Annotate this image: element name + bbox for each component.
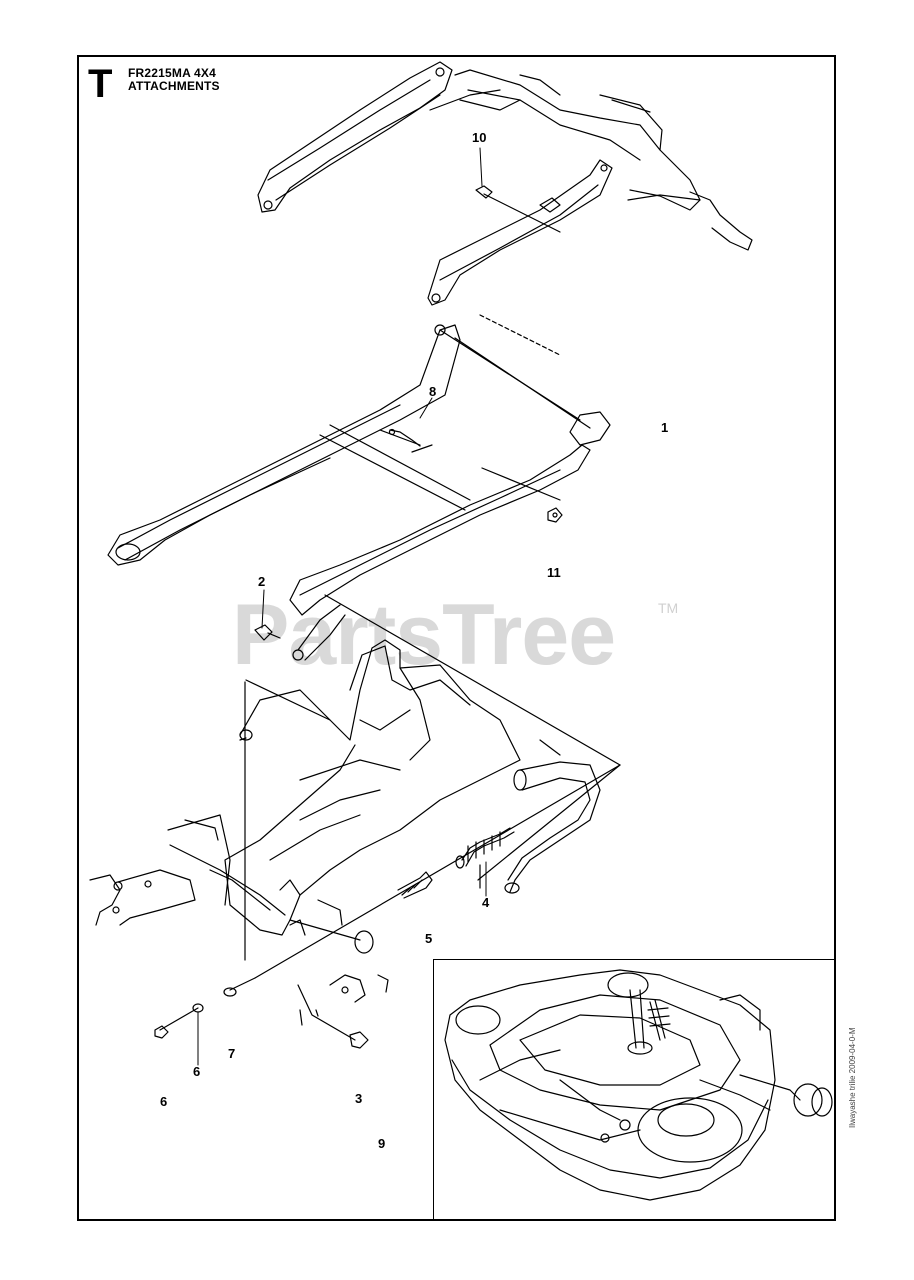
document-code: Ilwayashe trilie 2009-04-0-M bbox=[848, 1027, 857, 1129]
mid-bracket-assembly bbox=[167, 594, 621, 961]
callout-1: 1 bbox=[661, 420, 669, 435]
callout-4: 4 bbox=[482, 895, 490, 910]
model-title: FR2215MA 4X4 ATTACHMENTS bbox=[128, 67, 220, 93]
section-title: ATTACHMENTS bbox=[128, 79, 220, 93]
spring-and-rod bbox=[397, 739, 601, 899]
inset-frame bbox=[433, 959, 836, 1221]
callout-6-upper: 6 bbox=[193, 1064, 201, 1079]
callout-7: 7 bbox=[228, 1046, 236, 1061]
callout-10: 10 bbox=[472, 130, 487, 145]
callout-8: 8 bbox=[429, 384, 437, 399]
trademark-symbol: TM bbox=[658, 600, 679, 616]
callout-6-lower: 6 bbox=[160, 1094, 168, 1109]
lower-hardware bbox=[89, 764, 621, 1049]
callout-9: 9 bbox=[378, 1136, 386, 1151]
partstree-watermark: PartsTree bbox=[232, 587, 616, 683]
callout-3: 3 bbox=[355, 1091, 363, 1106]
mower-deck-inset bbox=[444, 969, 833, 1201]
pin-and-nut bbox=[388, 428, 563, 523]
diagram-frame bbox=[77, 55, 836, 1221]
callout-2: 2 bbox=[258, 574, 266, 589]
callout-11: 11 bbox=[547, 565, 561, 580]
model-name: FR2215MA 4X4 bbox=[128, 66, 216, 80]
main-frame-assembly bbox=[107, 314, 611, 661]
callout-leader-lines bbox=[197, 147, 487, 1066]
callout-5: 5 bbox=[425, 931, 433, 946]
upper-lift-arm-assembly bbox=[257, 61, 753, 306]
section-letter: T bbox=[88, 62, 113, 106]
